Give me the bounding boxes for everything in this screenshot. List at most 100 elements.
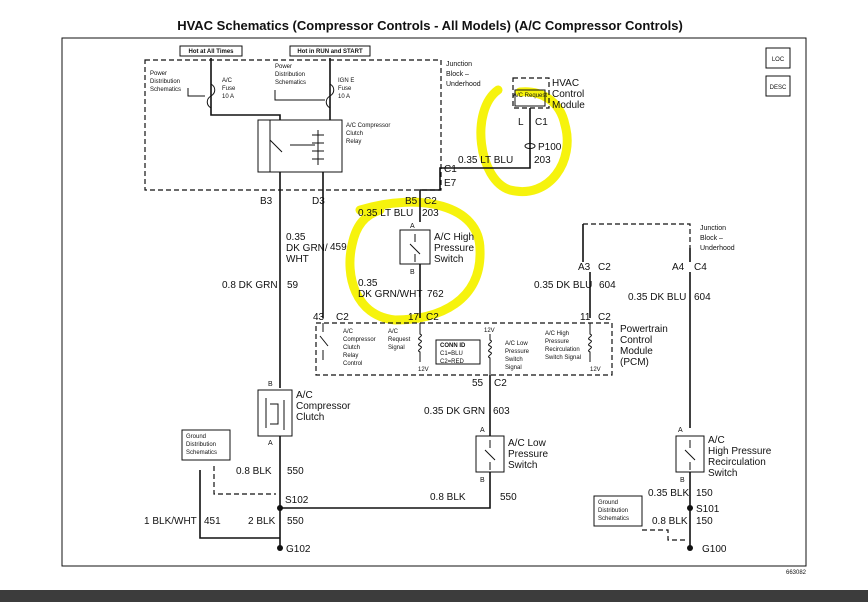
desc-icon[interactable]: DESC (765, 75, 791, 97)
wire-762-color: DK GRN/WHT (358, 289, 422, 300)
ac-request-label: A/C Request (513, 93, 547, 99)
p100-connector-icon (524, 143, 536, 149)
ground-g102-label: G102 (286, 544, 311, 555)
figure-number: 663082 (786, 570, 807, 576)
svg-text:A/C Compressor: A/C Compressor (346, 123, 390, 129)
hot-at-all-times-label: Hot at All Times (188, 49, 234, 55)
ground-distribution-left-label: Ground Distribution Schematics (186, 434, 217, 456)
wire-762-gauge: 0.35 (358, 278, 378, 289)
relay-control-label: A/C Compressor Clutch Relay Control (343, 329, 376, 367)
loc-icon[interactable]: LOC (765, 47, 791, 69)
wire-604-hpr-circuit: 604 (694, 292, 711, 303)
pcm-pin-43: 43 (313, 312, 325, 323)
lp-switch-label: A/C Low Pressure Switch (508, 438, 548, 471)
hp-switch-label: A/C High Pressure Switch (434, 232, 474, 265)
hp-switch-pin-b: B (410, 269, 415, 276)
conn-id-title: CONN ID (440, 343, 466, 349)
svg-text:Schematics: Schematics (186, 450, 217, 456)
wire-59-circuit: 59 (287, 280, 299, 291)
svg-text:DK GRN/: DK GRN/ (286, 243, 328, 254)
svg-text:A/C: A/C (388, 329, 399, 335)
power-distribution-right: Power Distribution Schematics (275, 64, 306, 86)
connector-d3: D3 (312, 196, 325, 207)
svg-text:WHT: WHT (286, 254, 309, 265)
svg-text:10 A: 10 A (222, 94, 234, 100)
svg-text:Relay: Relay (343, 353, 358, 359)
ign-fuse-symbol (325, 83, 335, 109)
svg-text:A/C: A/C (222, 78, 233, 84)
hvac-control-module-box (512, 77, 550, 109)
wire-550-lp-color: 0.8 BLK (430, 492, 466, 503)
pcm-c2-55: C2 (494, 378, 507, 389)
svg-text:HVAC: HVAC (552, 78, 579, 89)
ground-distribution-right-box (593, 495, 643, 527)
ground-distribution-left-box (181, 429, 231, 461)
power-dist-left-arrow (187, 88, 205, 97)
svg-text:Schematics: Schematics (598, 516, 629, 522)
request-pullup-resistor-icon (418, 323, 422, 362)
svg-text:A/C High: A/C High (434, 232, 474, 243)
splice-s102-label: S102 (285, 495, 309, 506)
wire-451-color: 1 BLK/WHT (144, 516, 197, 527)
lp-pullup-resistor-icon (488, 334, 492, 375)
wire-762-circuit: 762 (427, 289, 444, 300)
ground-g100-label: G100 (702, 544, 727, 555)
svg-text:DESC: DESC (770, 85, 787, 91)
svg-text:Power: Power (275, 64, 292, 70)
wire-203-hvac-color: 0.35 LT BLU (458, 155, 513, 166)
hot-run-start-label: Hot in RUN and START (297, 49, 363, 55)
wire-550-clutch-color: 0.8 BLK (236, 466, 272, 477)
svg-text:Switch: Switch (434, 254, 463, 265)
footer-bar (0, 590, 868, 602)
wire-604-pcm-circuit: 604 (599, 280, 616, 291)
connector-c2-top: C2 (424, 196, 437, 207)
connector-c4: C4 (694, 262, 707, 273)
relay-feed-wires (210, 110, 331, 120)
svg-text:Block –: Block – (446, 71, 469, 78)
ac-fuse-symbol (206, 83, 216, 109)
svg-text:Underhood: Underhood (700, 245, 735, 252)
wire-604-hpr-color: 0.35 DK BLU (628, 292, 686, 303)
svg-text:LOC: LOC (772, 57, 785, 63)
svg-text:Compressor: Compressor (343, 337, 376, 343)
pcm-pin-17: 17 (408, 312, 420, 323)
clutch-coil-icon (265, 398, 285, 430)
connector-a3: A3 (578, 262, 591, 273)
svg-text:Underhood: Underhood (446, 81, 481, 88)
lp-switch-contact-icon (484, 440, 496, 470)
connector-a4: A4 (672, 262, 685, 273)
svg-text:10 A: 10 A (338, 94, 350, 100)
wire-459-circuit: 459 (330, 242, 347, 253)
connector-b3: B3 (260, 196, 273, 207)
hpr-switch-pin-a: A (678, 427, 683, 434)
svg-text:Clutch: Clutch (343, 345, 360, 351)
pcm-12v-b: 12V (484, 328, 495, 334)
junction-right-label: Junction Block – Underhood (700, 225, 735, 252)
svg-text:Powertrain: Powertrain (620, 324, 668, 335)
relay-output-wires (279, 172, 324, 200)
hot-run-start-box (289, 45, 371, 57)
svg-text:Pressure: Pressure (505, 349, 530, 355)
conn-id-c2: C2=RED (440, 359, 465, 365)
svg-text:Signal: Signal (505, 365, 522, 371)
pcm-c2-17: C2 (426, 312, 439, 323)
hp-recirc-signal-label: A/C High Pressure Recirculation Switch S… (545, 331, 581, 361)
svg-text:Compressor: Compressor (296, 401, 351, 412)
ground-distribution-right-label: Ground Distribution Schematics (598, 500, 629, 522)
hvac-connector-c1: C1 (535, 117, 548, 128)
ground-dist-right-link (642, 529, 686, 541)
svg-text:Module: Module (552, 100, 585, 111)
svg-text:Distribution: Distribution (598, 508, 628, 514)
svg-text:Clutch: Clutch (346, 131, 363, 137)
junction-block-right (583, 223, 691, 248)
wire-150-b-color: 0.8 BLK (652, 516, 688, 527)
wire-203-circuit: 203 (422, 208, 439, 219)
svg-text:Distribution: Distribution (186, 442, 216, 448)
clutch-pin-a: A (268, 440, 273, 447)
svg-text:Schematics: Schematics (150, 87, 181, 93)
svg-text:Fuse: Fuse (338, 86, 352, 92)
splice-s101-dot (687, 505, 693, 511)
svg-text:0.35: 0.35 (286, 232, 306, 243)
splice-s101-label: S101 (696, 504, 720, 515)
